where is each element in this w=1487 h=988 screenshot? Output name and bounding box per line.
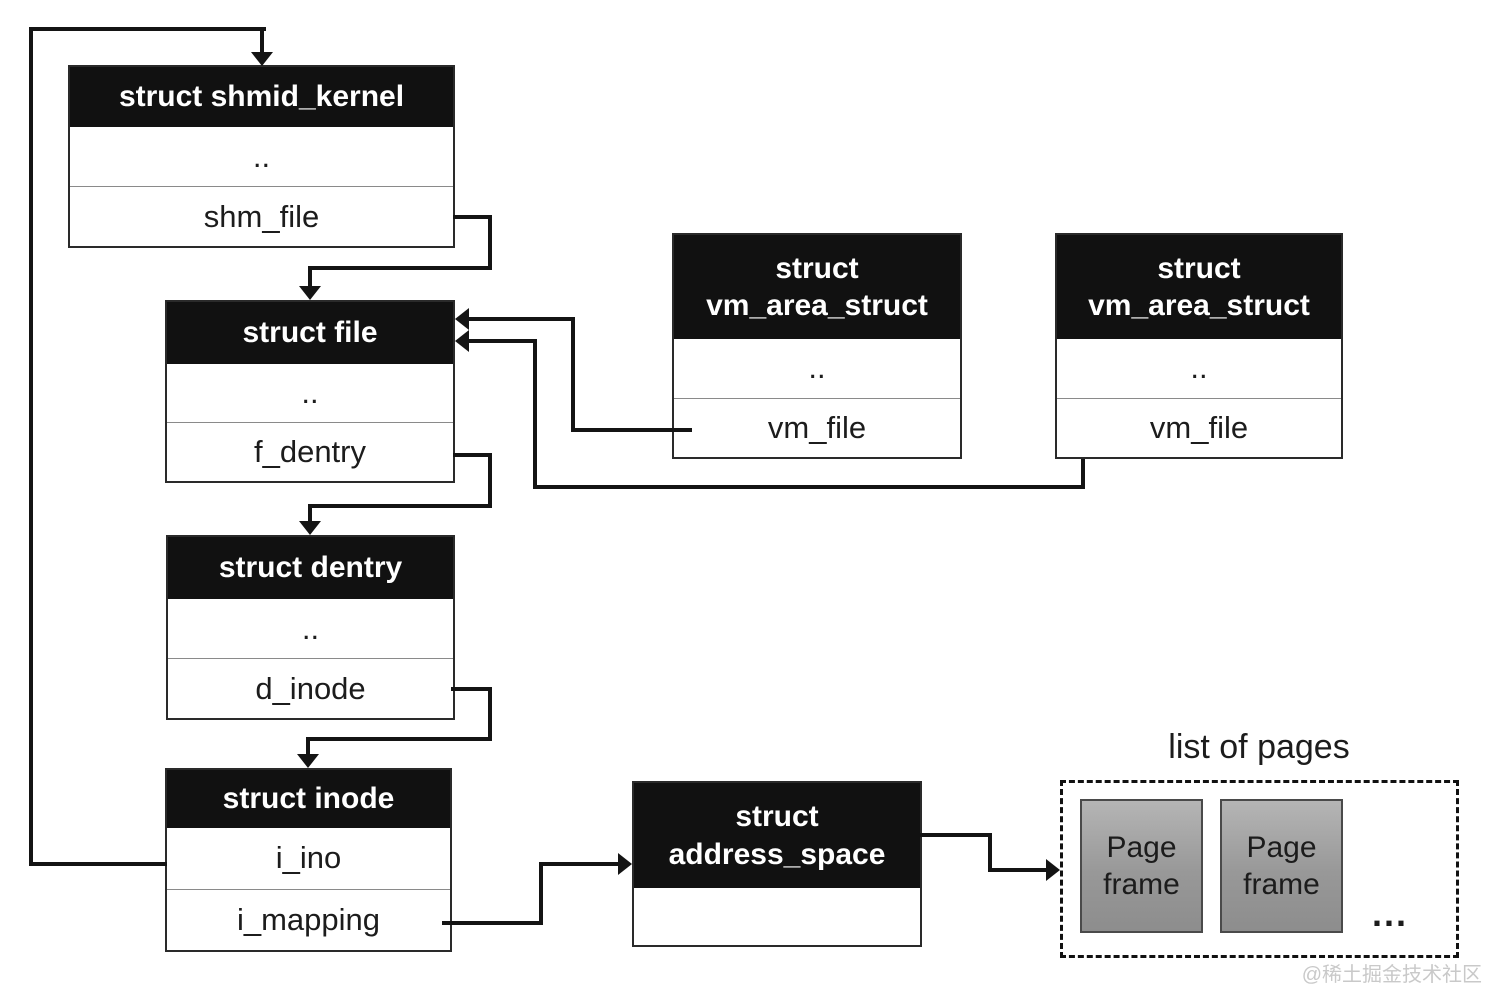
field-shmid-dots: .. — [70, 127, 453, 186]
edge-shm-file-to-file-segment — [453, 215, 492, 219]
page-frame-2: Page frame — [1220, 799, 1343, 933]
edge-i-ino-to-shmid-arrowhead — [251, 52, 273, 66]
edge-d-inode-to-inode-segment — [306, 737, 310, 755]
edge-shm-file-to-file-segment — [488, 215, 492, 270]
edge-vma1-vm-file-to-file-segment — [469, 317, 575, 321]
edge-vma2-vm-file-to-file-arrowhead — [455, 330, 469, 352]
list-of-pages-label: list of pages — [1168, 728, 1350, 766]
edge-address-space-to-pages-segment — [988, 833, 992, 872]
edge-d-inode-to-inode-segment — [488, 687, 492, 741]
edge-vma1-vm-file-to-file-segment — [571, 428, 692, 432]
box-vm-area-struct-1: struct vm_area_struct .. vm_file — [672, 233, 962, 459]
box-vm-area-struct-2: struct vm_area_struct .. vm_file — [1055, 233, 1343, 459]
edge-i-ino-to-shmid-segment — [260, 29, 264, 52]
field-f-dentry: f_dentry — [167, 422, 453, 481]
page-frame-1: Page frame — [1080, 799, 1203, 933]
box-file: struct file .. f_dentry — [165, 300, 455, 483]
edge-f-dentry-to-dentry-segment — [453, 453, 492, 457]
edge-shm-file-to-file-arrowhead — [299, 286, 321, 300]
edge-i-ino-to-shmid-segment — [29, 27, 33, 866]
edge-vma1-vm-file-to-file-segment — [571, 317, 575, 432]
edge-i-mapping-to-address-space-segment — [539, 862, 543, 925]
edge-d-inode-to-inode-segment — [306, 737, 492, 741]
edge-shm-file-to-file-segment — [308, 266, 312, 287]
field-file-dots: .. — [167, 364, 453, 422]
edge-address-space-to-pages-segment — [920, 833, 992, 837]
box-vma2-title: struct vm_area_struct — [1057, 235, 1341, 339]
edge-vma1-vm-file-to-file-arrowhead — [455, 308, 469, 330]
edge-f-dentry-to-dentry-arrowhead — [299, 521, 321, 535]
field-shm-file: shm_file — [70, 186, 453, 246]
edge-f-dentry-to-dentry-segment — [488, 453, 492, 508]
edge-address-space-to-pages-segment — [988, 868, 1048, 872]
box-inode-title: struct inode — [167, 770, 450, 828]
field-vma1-vm-file: vm_file — [674, 397, 960, 457]
field-i-mapping: i_mapping — [167, 888, 450, 950]
edge-i-mapping-to-address-space-segment — [442, 921, 543, 925]
field-vma1-dots: .. — [674, 339, 960, 398]
box-address-space-title: struct address_space — [634, 783, 920, 888]
edge-i-mapping-to-address-space-arrowhead — [618, 853, 632, 875]
edge-i-ino-to-shmid-segment — [29, 27, 266, 31]
field-vma2-dots: .. — [1057, 339, 1341, 398]
box-dentry-title: struct dentry — [168, 537, 453, 599]
box-shmid-kernel-title: struct shmid_kernel — [70, 67, 453, 127]
edge-vma2-vm-file-to-file-segment — [1081, 459, 1085, 489]
edge-i-mapping-to-address-space-segment — [539, 862, 620, 866]
box-inode: struct inode i_ino i_mapping — [165, 768, 452, 952]
edge-vma2-vm-file-to-file-segment — [533, 339, 537, 489]
edge-i-ino-to-shmid-segment — [31, 862, 167, 866]
field-vma2-vm-file: vm_file — [1057, 397, 1341, 457]
edge-d-inode-to-inode-segment — [451, 687, 492, 691]
box-address-space: struct address_space — [632, 781, 922, 947]
edge-d-inode-to-inode-arrowhead — [297, 754, 319, 768]
field-i-ino: i_ino — [167, 828, 450, 889]
box-file-title: struct file — [167, 302, 453, 364]
field-d-inode: d_inode — [168, 658, 453, 718]
edge-f-dentry-to-dentry-segment — [308, 504, 312, 522]
box-shmid-kernel: struct shmid_kernel .. shm_file — [68, 65, 455, 248]
box-dentry: struct dentry .. d_inode — [166, 535, 455, 720]
edge-address-space-to-pages-arrowhead — [1046, 859, 1060, 881]
box-vma1-title: struct vm_area_struct — [674, 235, 960, 339]
field-dentry-dots: .. — [168, 599, 453, 658]
page-frames-ellipsis: ... — [1371, 893, 1408, 934]
field-address-space-empty — [634, 888, 920, 945]
edge-f-dentry-to-dentry-segment — [308, 504, 492, 508]
watermark: @稀土掘金技术社区 — [1301, 964, 1482, 986]
edge-vma2-vm-file-to-file-segment — [533, 485, 1085, 489]
edge-vma2-vm-file-to-file-segment — [469, 339, 535, 343]
edge-shm-file-to-file-segment — [308, 266, 492, 270]
